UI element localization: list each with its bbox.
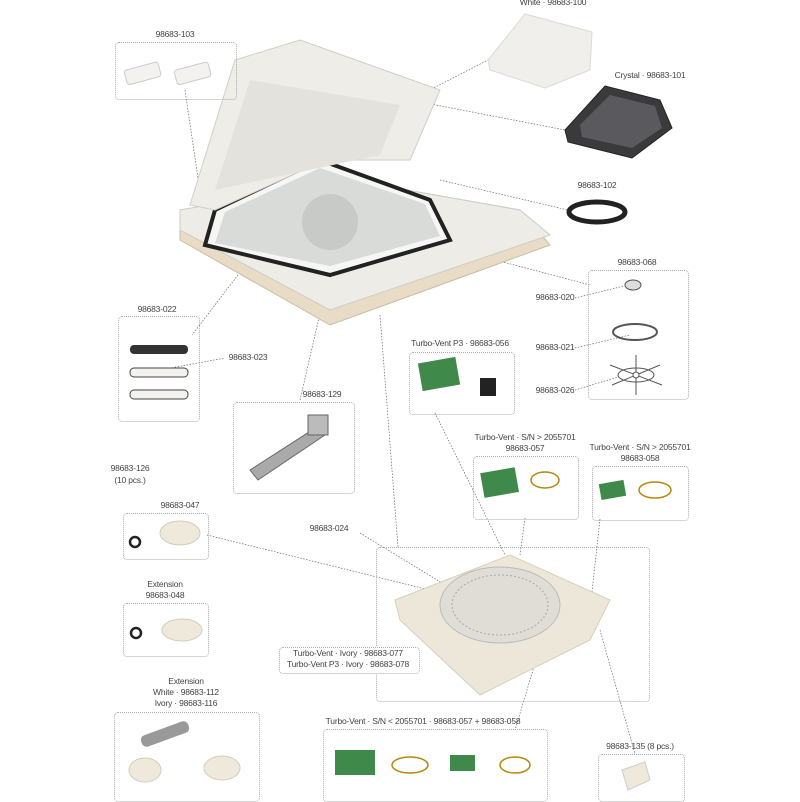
label-frame: 98683-024 — [309, 523, 349, 533]
label-hinge-023: 98683-023 — [228, 352, 268, 362]
label-arm: 98683-129 — [302, 389, 342, 399]
switch — [480, 378, 496, 396]
label-extension-line2: 98683-048 — [145, 590, 185, 600]
dome-white — [487, 13, 593, 89]
screw-plug — [621, 761, 651, 791]
fan-bracket — [612, 323, 658, 341]
extension-knob — [203, 755, 241, 781]
label-base-line1: Turbo-Vent · Ivory · 98683-077 — [293, 648, 403, 658]
label-board-057-line1: Turbo-Vent · S/N > 2055701 — [474, 432, 576, 442]
label-extension2-line2: White · 98683-112 — [153, 687, 219, 697]
lift-arm-bracket — [307, 414, 329, 436]
pcb — [480, 467, 519, 498]
label-extension2-line1: Extension — [168, 676, 204, 686]
box-p3-board — [409, 352, 515, 415]
label-knob: 98683-047 — [160, 500, 200, 510]
wiring — [638, 481, 672, 499]
label-dome-crystal: Crystal · 98683-101 — [614, 70, 686, 80]
wiring — [391, 756, 429, 774]
label-base-line2: Turbo-Vent P3 · Ivory · 98683-078 — [286, 659, 410, 669]
wiring — [499, 756, 531, 774]
base-frame — [394, 554, 611, 696]
dome-crystal — [564, 85, 673, 159]
fan-cap — [624, 279, 642, 291]
box-knob — [123, 513, 209, 560]
label-seal: 98683-102 — [577, 180, 617, 190]
box-board-058 — [592, 466, 689, 521]
pcb — [335, 750, 375, 775]
box-arm — [233, 402, 355, 494]
label-p3-board: Turbo-Vent P3 · 98683-056 — [411, 338, 509, 348]
label-oring-line1: 98683-126 — [110, 463, 150, 473]
label-old-boards: Turbo-Vent · S/N < 2055701 · 98683-057 +… — [325, 716, 521, 726]
box-extension-2 — [114, 712, 260, 802]
box-old-boards — [323, 729, 548, 802]
extension-rod — [140, 721, 190, 747]
box-clips — [115, 42, 237, 100]
label-fan-020: 98683-020 — [535, 292, 575, 302]
hinge-bar — [130, 345, 188, 354]
knob — [159, 520, 201, 546]
box-base-label — [279, 647, 420, 674]
wiring — [530, 471, 560, 489]
extension-knob — [128, 757, 162, 783]
extension-knob — [161, 618, 203, 642]
box-base — [376, 547, 650, 702]
label-board-058-line1: Turbo-Vent · S/N > 2055701 — [589, 442, 691, 452]
box-extension — [123, 603, 209, 657]
label-board-057-line2: 98683-057 — [505, 443, 545, 453]
pcb — [598, 479, 627, 500]
seal-coil — [566, 199, 628, 225]
label-oring-line2: (10 pcs.) — [114, 475, 146, 485]
label-dome-white: White · 98683-100 — [519, 0, 587, 7]
box-hinge — [118, 316, 200, 422]
box-screws — [598, 754, 685, 802]
pcb — [417, 356, 461, 392]
o-ring — [129, 626, 143, 640]
label-clips: 98683-103 — [155, 29, 195, 39]
label-extension-line1: Extension — [147, 579, 183, 589]
fan-blade — [609, 355, 663, 395]
label-fan-kit: 98683-068 — [617, 257, 657, 267]
box-fan-kit — [588, 270, 689, 400]
pcb — [450, 755, 475, 771]
box-board-057 — [473, 456, 579, 520]
label-hinge-022: 98683-022 — [137, 304, 177, 314]
o-ring — [128, 535, 142, 549]
label-fan-021: 98683-021 — [535, 342, 575, 352]
label-board-058-line2: 98683-058 — [620, 453, 660, 463]
label-screws: 98683-135 (8 pcs.) — [606, 741, 674, 751]
hinge-bar — [129, 367, 189, 378]
hinge-bar — [129, 389, 189, 400]
label-fan-026: 98683-026 — [535, 385, 575, 395]
vent-assembly — [179, 39, 552, 326]
label-extension2-line3: Ivory · 98683-116 — [154, 698, 218, 708]
clip — [123, 61, 162, 85]
clip — [173, 61, 212, 85]
